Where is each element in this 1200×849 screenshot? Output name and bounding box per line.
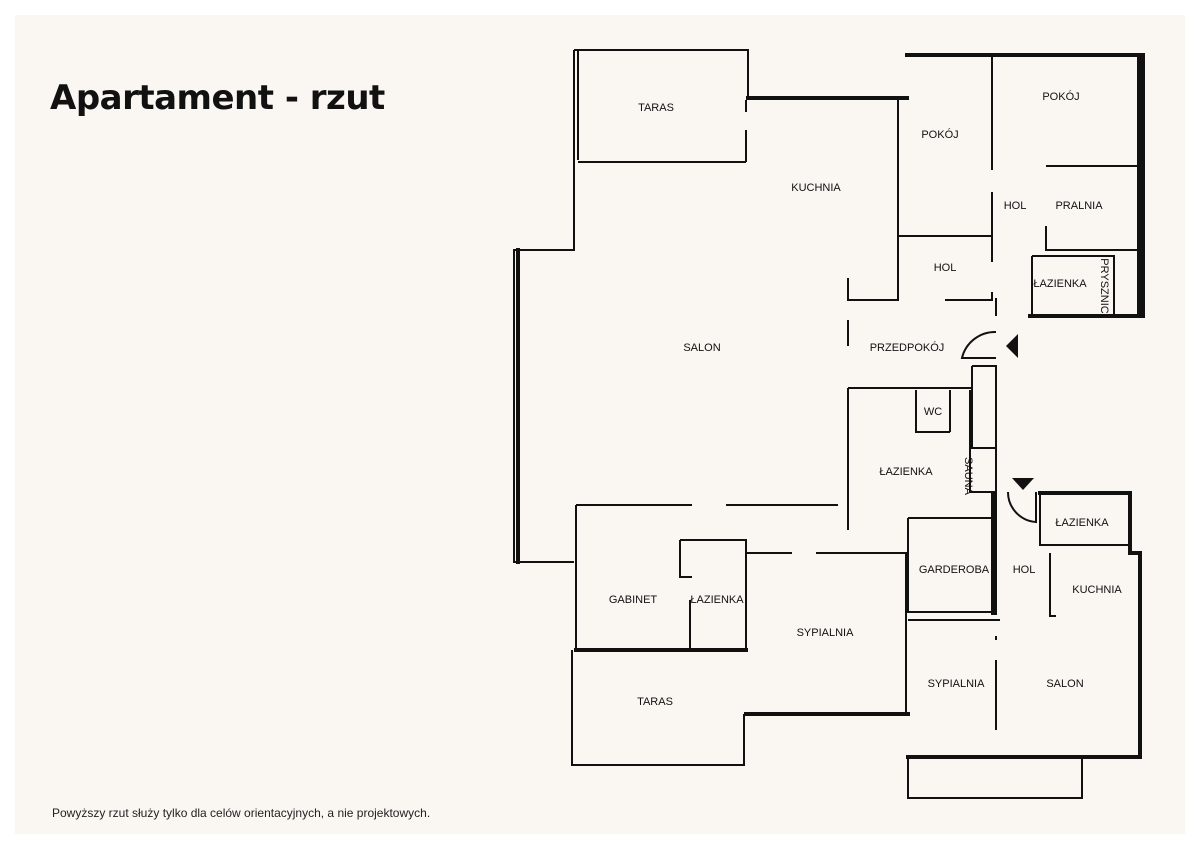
room-label-hol-bottom: HOL (1013, 564, 1036, 576)
room-label-sauna: SAUNA (962, 457, 974, 496)
room-label-pralnia: PRALNIA (1055, 200, 1103, 212)
door-swings (960, 330, 1037, 524)
room-label-lazienka-bottom: ŁAZIENKA (690, 594, 744, 606)
exterior-walls (516, 53, 1145, 759)
interior-walls (575, 56, 1140, 730)
room-label-prysznic: PRYSZNIC (1098, 258, 1110, 313)
entrance-arrow-down (1012, 478, 1034, 490)
room-label-pokoj-2: POKÓJ (1042, 90, 1079, 103)
room-label-salon: SALON (683, 342, 720, 354)
room-label-taras-bottom: TARAS (637, 696, 673, 708)
room-label-lazienka-mid: ŁAZIENKA (879, 466, 933, 478)
room-label-gabinet: GABINET (609, 594, 658, 606)
disclaimer-note: Powyższy rzut służy tylko dla celów orie… (52, 806, 431, 820)
room-label-hol-top: HOL (1004, 200, 1027, 212)
room-label-pokoj-1: POKÓJ (921, 128, 958, 141)
wall-accents (991, 55, 1143, 615)
room-labels: TARAS KUCHNIA POKÓJ POKÓJ HOL PRALNIA HO… (609, 90, 1123, 708)
room-label-lazienka-right: ŁAZIENKA (1055, 517, 1109, 529)
room-label-hol-2: HOL (934, 262, 957, 274)
room-label-garderoba: GARDEROBA (919, 564, 990, 576)
room-label-lazienka-top: ŁAZIENKA (1033, 278, 1087, 290)
room-label-sypialnia-2: SYPIALNIA (928, 678, 986, 690)
room-label-kuchnia: KUCHNIA (791, 182, 841, 194)
room-label-wc: WC (924, 406, 942, 418)
room-label-sypialnia-1: SYPIALNIA (797, 627, 855, 639)
page-title: Apartament - rzut (50, 78, 385, 118)
room-label-taras-top: TARAS (638, 102, 674, 114)
entrance-arrow-left (1006, 334, 1018, 358)
plan-sheet (15, 15, 1185, 834)
room-label-przedpokoj: PRZEDPOKÓJ (870, 341, 945, 354)
window-edges (513, 49, 1083, 799)
room-label-kuchnia-2: KUCHNIA (1072, 584, 1122, 596)
entrance-markers (1006, 334, 1034, 490)
room-label-salon-2: SALON (1046, 678, 1083, 690)
